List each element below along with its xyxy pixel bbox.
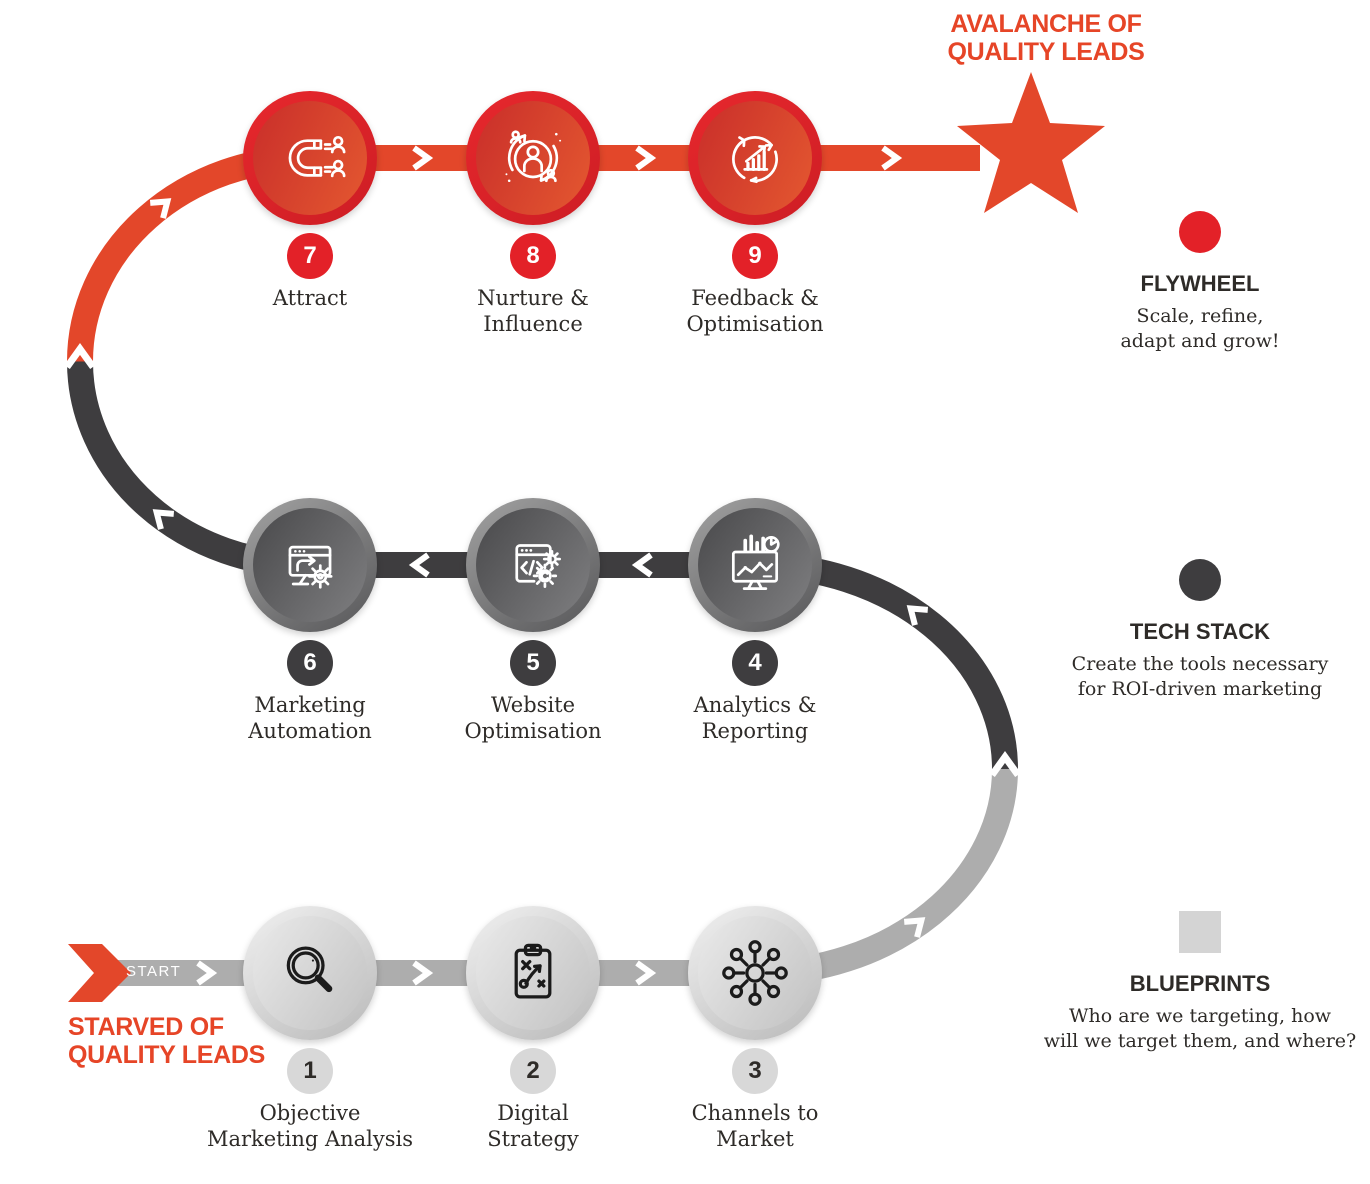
step-circle (688, 906, 822, 1040)
step-circle (688, 498, 822, 632)
step-circle (466, 91, 600, 225)
chevron-up-left (906, 605, 929, 626)
step-circle (466, 906, 600, 1040)
step-8-nurture-influence: 8 Nurture & Influence (423, 91, 643, 337)
chevron-right (412, 960, 434, 986)
chevron-up-left (152, 509, 175, 530)
start-label: START (126, 963, 182, 980)
automation-monitor-gear-icon (288, 545, 333, 589)
start-arrow (68, 944, 131, 1002)
start-callout-line1: STARVED OF (68, 1013, 224, 1041)
step-6-marketing-automation: 6 Marketing Automation (200, 498, 420, 744)
step-3-channels-to-market: 3 Channels to Market (645, 906, 865, 1152)
step-label: Nurture & Influence (477, 286, 589, 336)
step-number-badge: 9 (732, 233, 778, 279)
step-number-badge: 3 (732, 1048, 778, 1094)
step-circle (466, 498, 600, 632)
legend-description: Create the tools necessary for ROI-drive… (1071, 653, 1329, 700)
step-circle (243, 498, 377, 632)
step-number-badge: 6 (287, 640, 333, 686)
strategy-clipboard-icon (514, 943, 552, 999)
chevron-left (408, 552, 430, 578)
end-callout-line2: QUALITY LEADS (947, 38, 1145, 66)
legend-blueprints: BLUEPRINTS Who are we targeting, how wil… (1035, 911, 1365, 1054)
magnet-icon (288, 135, 346, 178)
step-7-attract: 7 Attract (200, 91, 420, 311)
chevron-transition-up (64, 343, 96, 370)
step-label: Attract (272, 286, 348, 310)
legend-heading: FLYWHEEL (1140, 271, 1260, 296)
step-number-badge: 8 (510, 233, 556, 279)
step-circle (688, 91, 822, 225)
chevron-right (635, 145, 657, 171)
step-label: Analytics & Reporting (693, 693, 817, 743)
chevron-right (196, 960, 218, 986)
flywheel-marker-icon (1179, 211, 1221, 253)
step-number-badge: 5 (510, 640, 556, 686)
step-label: Feedback & Optimisation (686, 286, 824, 336)
step-9-feedback-optimisation: 9 Feedback & Optimisation (645, 91, 865, 337)
step-4-analytics-reporting: 4 Analytics & Reporting (645, 498, 865, 744)
step-label: Website Optimisation (464, 693, 602, 743)
legend-flywheel: FLYWHEEL Scale, refine, adapt and grow! (1035, 211, 1365, 354)
tech-stack-marker-icon (1179, 559, 1221, 601)
step-label: Objective Marketing Analysis (206, 1101, 414, 1151)
step-2-digital-strategy: 2 Digital Strategy (423, 906, 643, 1152)
step-label: Marketing Automation (248, 693, 372, 743)
step-1-objective-marketing-analysis: 1 Objective Marketing Analysis (200, 906, 420, 1152)
step-number-badge: 7 (287, 233, 333, 279)
step-number-badge: 4 (732, 640, 778, 686)
magnifier-icon (286, 946, 333, 993)
success-star (957, 72, 1105, 213)
legend-description: Who are we targeting, how will we target… (1043, 1005, 1357, 1052)
end-callout: AVALANCHE OF QUALITY LEADS (926, 10, 1166, 66)
chevron-up-right (903, 917, 926, 938)
chevron-right (881, 145, 903, 171)
network-hub-icon (722, 940, 788, 1006)
growth-cycle-icon (732, 136, 779, 184)
legend-tech-stack: TECH STACK Create the tools necessary fo… (1035, 559, 1365, 702)
chevron-up-right (149, 198, 172, 219)
chevron-left (631, 552, 653, 578)
step-label: Digital Strategy (487, 1101, 579, 1151)
legend-description: Scale, refine, adapt and grow! (1120, 305, 1280, 352)
step-circle (243, 906, 377, 1040)
person-cycle-icon (505, 130, 562, 183)
start-callout-line2: QUALITY LEADS (68, 1041, 266, 1069)
end-callout-line1: AVALANCHE OF (950, 10, 1142, 38)
chevron-right (412, 145, 434, 171)
step-number-badge: 2 (510, 1048, 556, 1094)
blueprints-marker-icon (1179, 911, 1221, 953)
step-5-website-optimisation: 5 Website Optimisation (423, 498, 643, 744)
chevron-transition-up (989, 751, 1021, 778)
code-gears-icon (515, 544, 562, 589)
legend-heading: BLUEPRINTS (1129, 971, 1271, 996)
step-label: Channels to Market (691, 1101, 819, 1151)
start-callout: STARVED OF QUALITY LEADS (68, 1013, 328, 1069)
step-circle (243, 91, 377, 225)
step-number-badge: 1 (287, 1048, 333, 1094)
analytics-dashboard-icon (731, 534, 780, 590)
chevron-right (635, 960, 657, 986)
legend-heading: TECH STACK (1129, 619, 1271, 644)
